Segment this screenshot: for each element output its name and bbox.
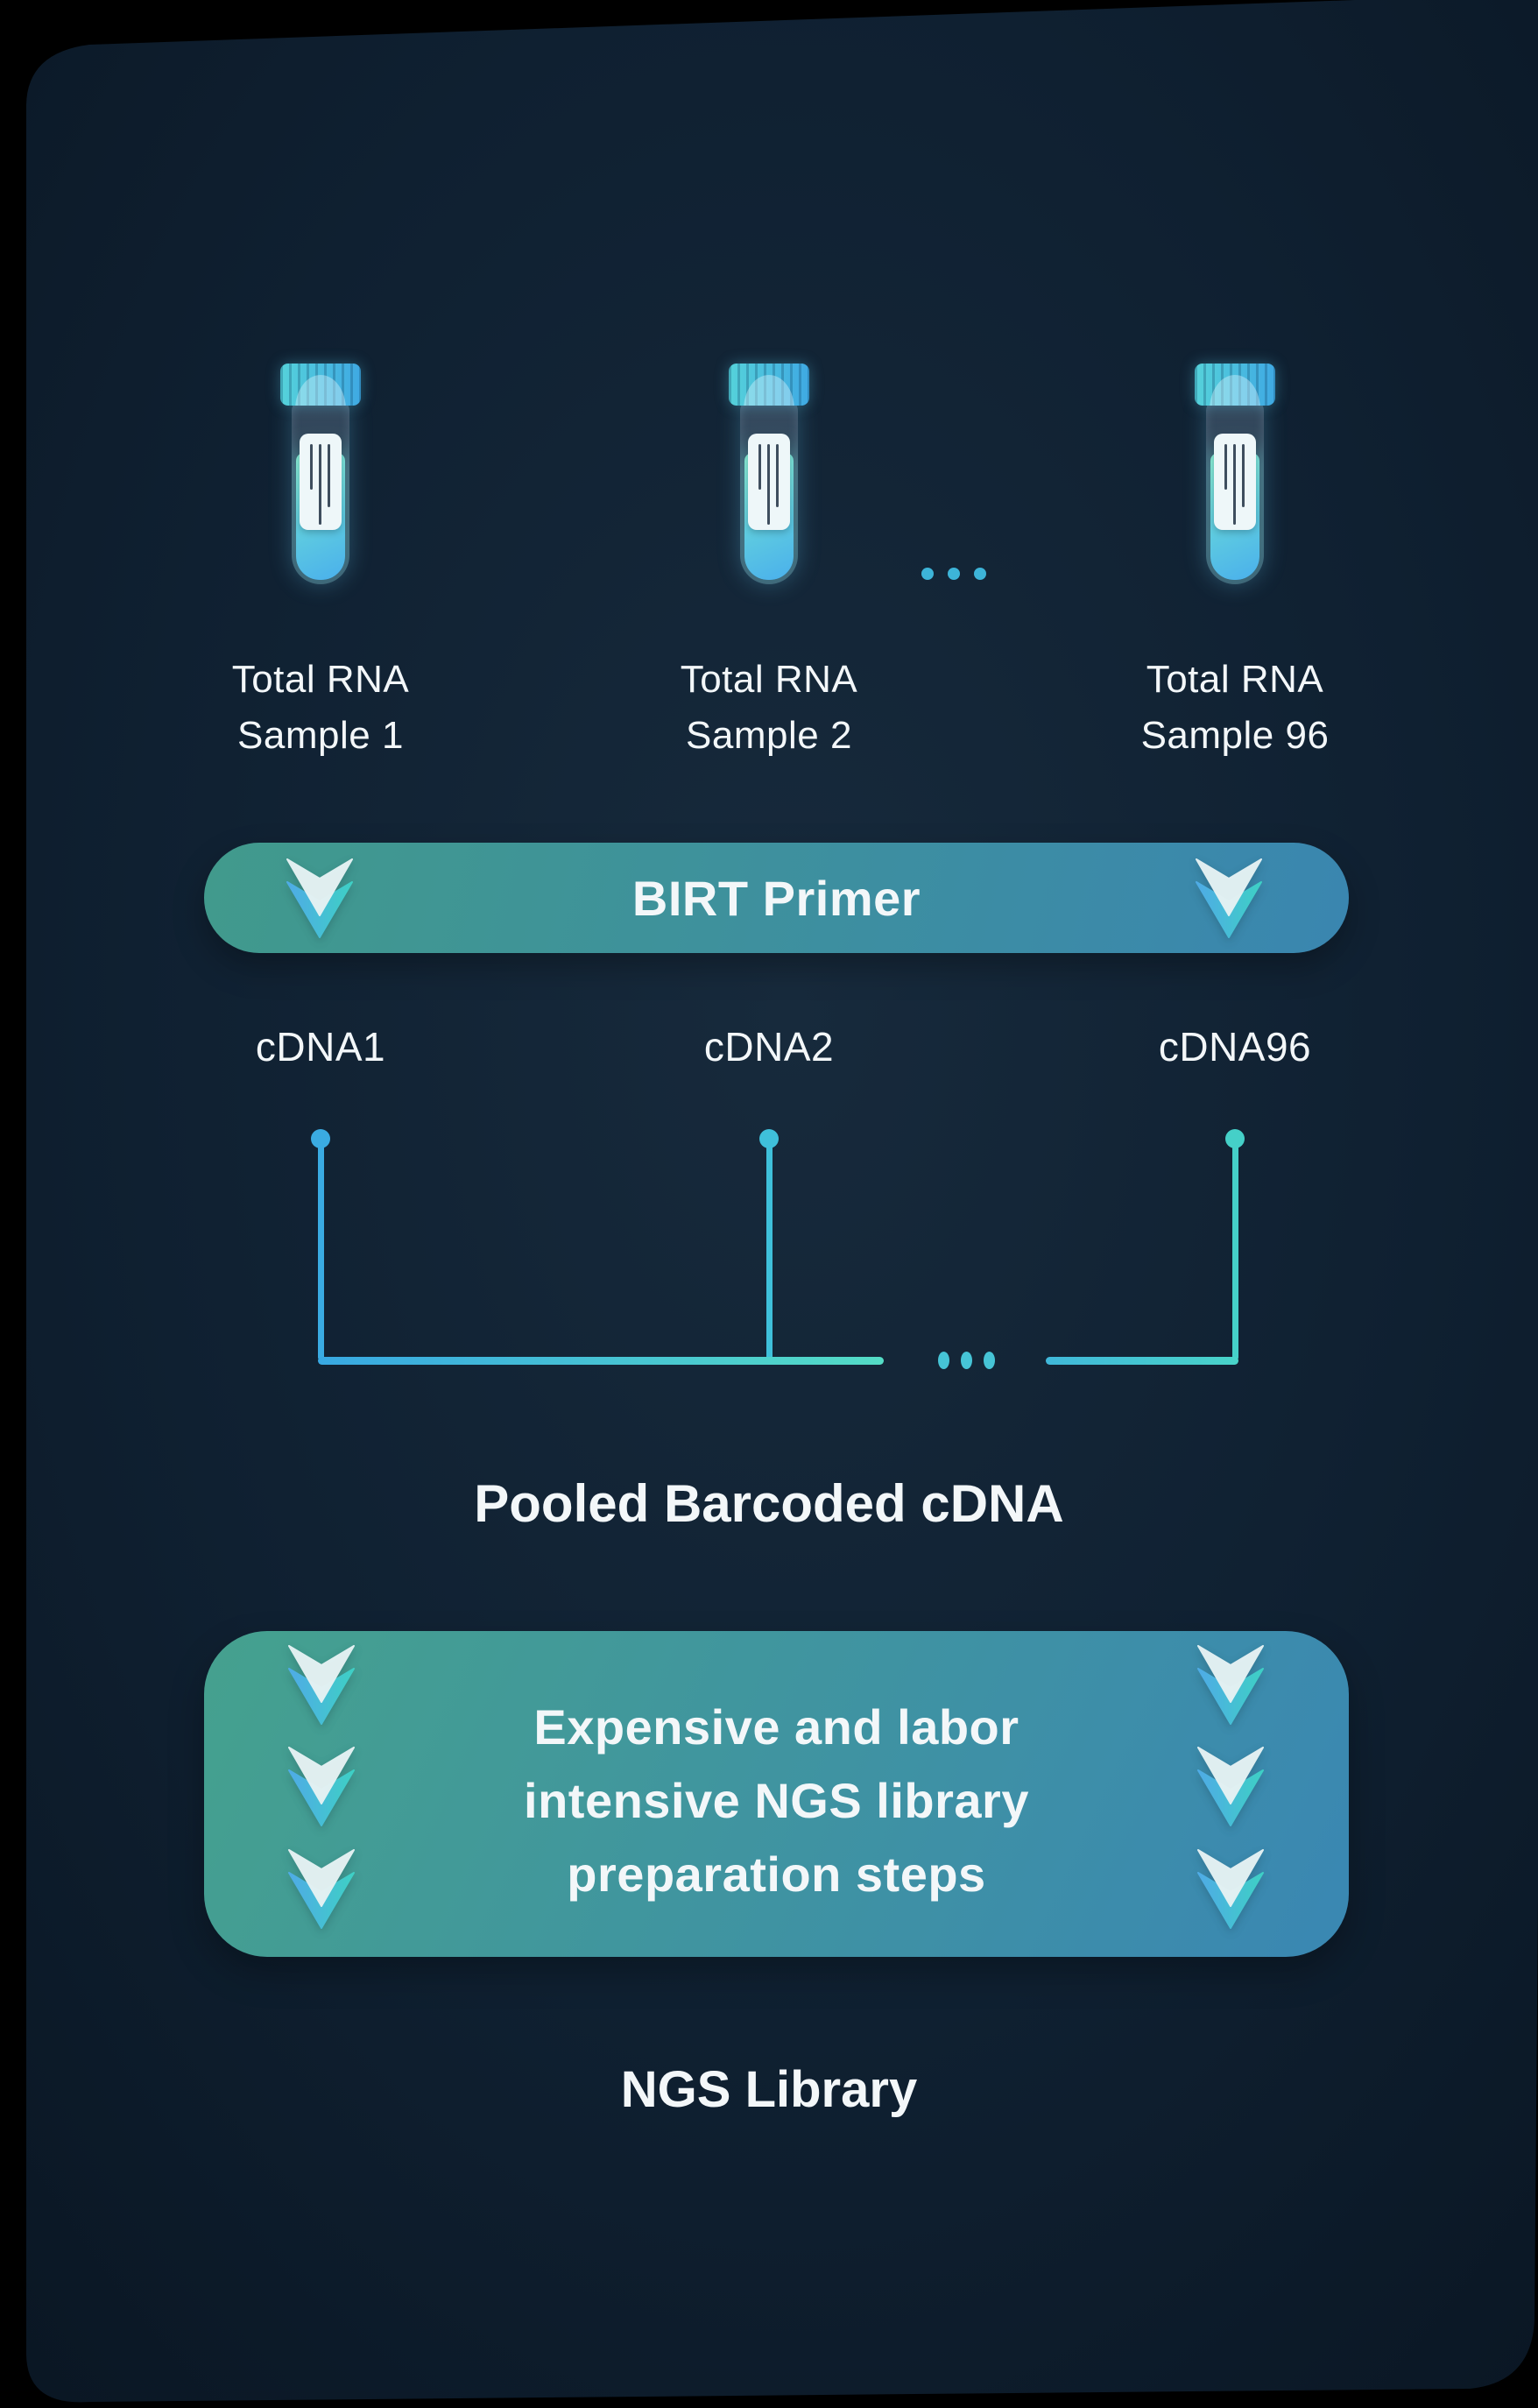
ngs-box-text: Expensive and labor intensive NGS librar… [204, 1691, 1349, 1911]
test-tube-sample-1 [279, 364, 363, 590]
pooled-cdna-label: Pooled Barcoded cDNA [474, 1474, 1064, 1533]
chevron-down-icon [1195, 858, 1263, 938]
birt-primer-banner: BIRT Primer [204, 843, 1349, 953]
cdna1-label: cDNA1 [255, 1024, 386, 1070]
barcode-line [1242, 444, 1245, 507]
barcode-line [328, 444, 330, 507]
sample-label-line1: Total RNA [231, 658, 410, 701]
pool-line-left [318, 1357, 884, 1365]
tube-barcode-label [748, 434, 790, 530]
barcode-line [767, 444, 770, 525]
tube-cap [280, 364, 361, 406]
chevron-down-icon [1196, 1746, 1265, 1826]
tube-cap [729, 364, 809, 406]
sample-label-line1: Total RNA [680, 658, 858, 701]
tube-cap-ribs [729, 364, 809, 406]
sample-1-label: Total RNA Sample 1 [145, 652, 496, 764]
ngs-box-line1: Expensive and labor [533, 1699, 1019, 1755]
ellipsis-dot [974, 568, 986, 580]
pool-line-right [1046, 1357, 1238, 1365]
barcode-line [776, 444, 779, 507]
sample-96-label: Total RNA Sample 96 [1060, 652, 1410, 764]
sample-label-line1: Total RNA [1146, 658, 1324, 701]
banner-label: BIRT Primer [631, 870, 921, 926]
cdna2-label: cDNA2 [703, 1024, 835, 1070]
ngs-box-line3: preparation steps [567, 1847, 986, 1902]
chevron-down-icon [1196, 1848, 1265, 1929]
sample-label-line2: Sample 1 [237, 714, 404, 757]
ellipsis-dot [921, 568, 934, 580]
ngs-box-line2: intensive NGS library [524, 1773, 1029, 1828]
barcode-line [1224, 444, 1227, 490]
ellipsis-dots [938, 1352, 995, 1369]
barcode-line [758, 444, 761, 490]
ellipsis-dot [984, 1352, 995, 1369]
tube-cap [1195, 364, 1275, 406]
sample-2-label: Total RNA Sample 2 [594, 652, 944, 764]
cdna1-stem-line [318, 1139, 324, 1360]
ellipsis-dot [938, 1352, 949, 1369]
tube-barcode-label [1214, 434, 1256, 530]
sample-label-line2: Sample 96 [1140, 714, 1330, 757]
ellipsis-dots [921, 568, 986, 580]
test-tube-sample-96 [1193, 364, 1277, 590]
ngs-prep-steps-box: Expensive and labor intensive NGS librar… [204, 1631, 1349, 1957]
chevron-down-icon [1196, 1644, 1265, 1725]
test-tube-sample-2 [727, 364, 811, 590]
chevron-down-icon [286, 858, 354, 938]
sample-label-line2: Sample 2 [686, 714, 852, 757]
ellipsis-dot [948, 568, 960, 580]
barcode-line [310, 444, 313, 490]
tube-cap-ribs [280, 364, 361, 406]
ngs-library-label: NGS Library [620, 2061, 918, 2118]
barcode-line [319, 444, 321, 525]
tube-barcode-label [300, 434, 342, 530]
cdna96-label: cDNA96 [1158, 1024, 1312, 1070]
cdna96-stem-line [1232, 1139, 1238, 1360]
barcode-line [1233, 444, 1236, 525]
ellipsis-dot [961, 1352, 972, 1369]
cdna2-stem-line [766, 1139, 773, 1360]
tube-cap-ribs [1195, 364, 1275, 406]
